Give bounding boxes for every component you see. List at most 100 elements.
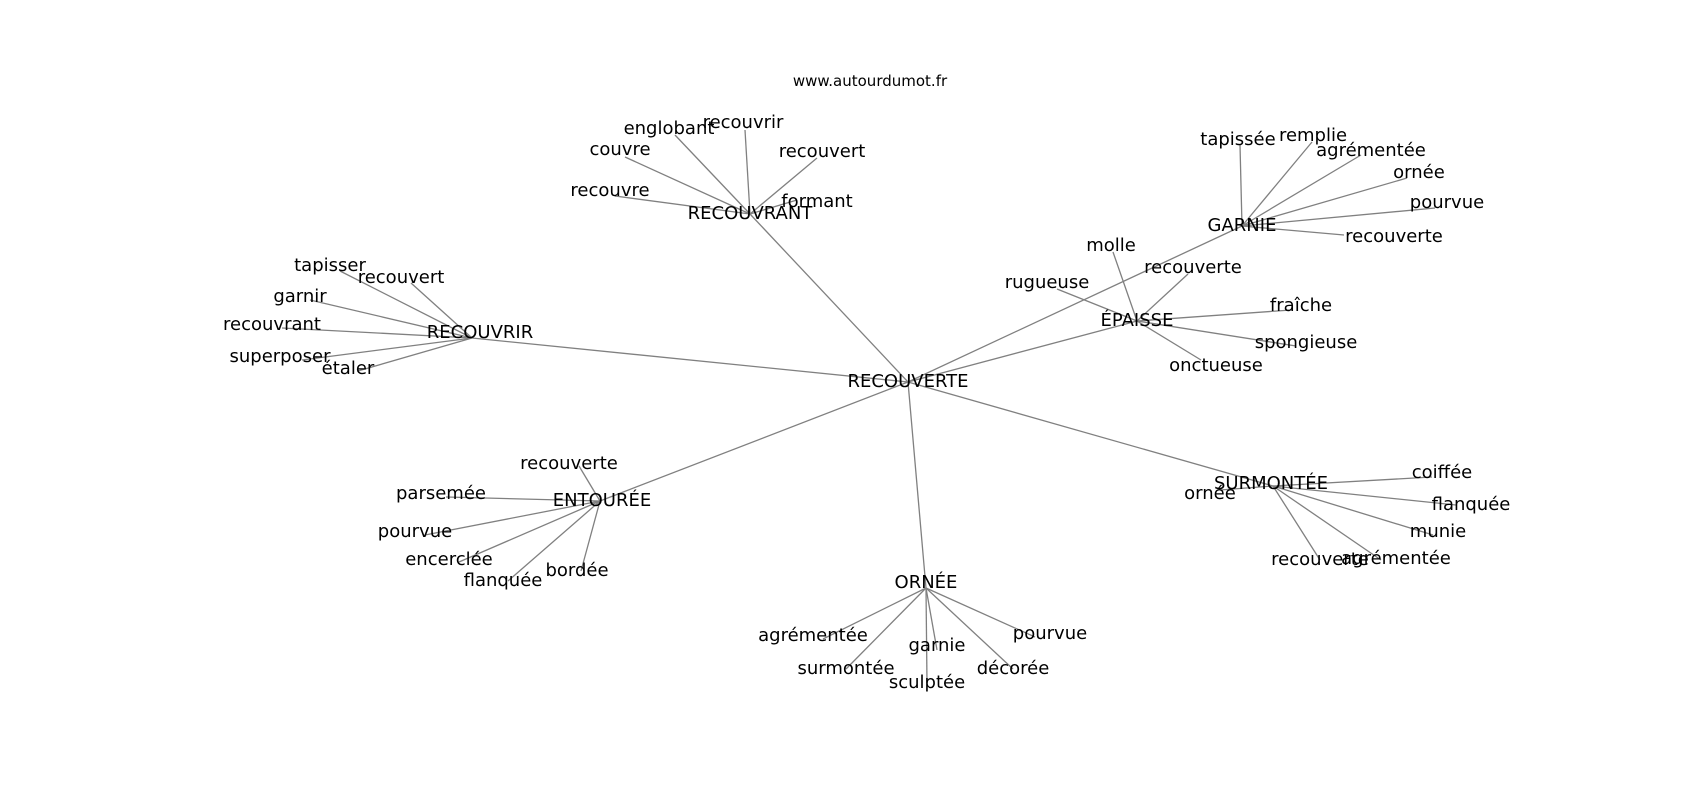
related-word-node[interactable]: recouverte — [1144, 257, 1242, 278]
related-word-node[interactable]: formant — [781, 191, 852, 212]
edge-hub-to-word — [281, 327, 473, 339]
edge-hub-to-word — [1272, 485, 1457, 506]
related-word-node[interactable]: recouvrant — [223, 314, 321, 335]
hub-word-node[interactable]: ORNÉE — [895, 571, 958, 593]
edge-center-to-hub — [907, 225, 1243, 383]
edge-hub-to-word — [309, 299, 473, 339]
related-word-node[interactable]: encerclée — [405, 549, 493, 570]
related-word-node[interactable]: garnir — [273, 286, 327, 307]
edge-hub-to-word — [614, 195, 751, 215]
edge-hub-to-word — [1241, 225, 1345, 236]
related-word-node[interactable]: pourvue — [1410, 192, 1484, 213]
edge-hub-to-word — [339, 270, 473, 339]
related-word-node[interactable]: fraîche — [1270, 295, 1332, 316]
edge-hub-to-word — [1241, 154, 1362, 227]
related-word-node[interactable]: recouvert — [779, 141, 866, 162]
edge-hub-to-word — [445, 496, 601, 502]
related-word-node[interactable]: agrémentée — [1316, 140, 1426, 161]
edge-hub-to-word — [624, 156, 751, 215]
related-word-node[interactable]: flanquée — [464, 570, 543, 591]
edge-hub-to-word — [925, 587, 1014, 670]
related-word-node[interactable]: rugueuse — [1005, 272, 1090, 293]
edge-center-to-hub — [907, 320, 1138, 383]
edge-center-to-hub — [599, 381, 909, 502]
edge-hub-to-word — [580, 500, 601, 572]
related-word-node[interactable]: ornée — [1393, 162, 1445, 183]
edge-hub-to-word — [1272, 476, 1433, 487]
related-word-node[interactable]: remplie — [1279, 125, 1347, 146]
related-word-node[interactable]: spongieuse — [1255, 332, 1358, 353]
edge-hub-to-word — [925, 587, 938, 651]
edge-hub-to-word — [357, 337, 473, 372]
related-word-node[interactable]: agrémentée — [758, 625, 868, 646]
hub-word-node[interactable]: RECOUVRIR — [427, 322, 533, 343]
edge-center-to-hub — [471, 337, 909, 383]
edge-hub-to-word — [1272, 485, 1321, 561]
related-word-node[interactable]: surmontée — [797, 658, 894, 679]
edge-hub-to-word — [1136, 320, 1297, 347]
edge-hub-to-word — [1136, 320, 1202, 361]
related-word-node[interactable]: bordée — [545, 560, 608, 581]
edge-hub-to-word — [1241, 207, 1436, 227]
hub-word-node[interactable]: ENTOURÉE — [553, 489, 651, 511]
edge-center-to-hub — [907, 381, 927, 589]
edge-hub-to-word — [1239, 144, 1243, 227]
related-word-node[interactable]: onctueuse — [1169, 355, 1263, 376]
hub-word-node[interactable]: ÉPAISSE — [1101, 309, 1174, 331]
edge-hub-to-word — [1136, 273, 1189, 322]
related-word-node[interactable]: tapisser — [294, 255, 366, 276]
edge-hub-to-word — [1112, 251, 1138, 322]
related-word-node[interactable]: recouverte — [1271, 549, 1369, 570]
edge-hub-to-word — [458, 500, 601, 563]
related-word-node[interactable]: ornée — [1184, 483, 1236, 504]
edge-hub-to-word — [507, 500, 601, 582]
edge-hub-to-word — [744, 129, 751, 215]
edge-hub-to-word — [674, 134, 751, 215]
related-word-node[interactable]: flanquée — [1432, 494, 1511, 515]
center-word-node[interactable]: RECOUVERTE — [847, 371, 968, 392]
related-word-node[interactable]: pourvue — [378, 521, 452, 542]
edge-hub-to-word — [1219, 485, 1274, 491]
graph-edges — [281, 129, 1457, 684]
edge-hub-to-word — [822, 587, 927, 640]
edge-hub-to-word — [925, 587, 1036, 638]
edge-hub-to-word — [301, 337, 473, 361]
related-word-node[interactable]: munie — [1410, 521, 1466, 542]
edge-hub-to-word — [410, 282, 473, 339]
edge-hub-to-word — [749, 157, 818, 215]
edge-hub-to-word — [424, 500, 601, 536]
hub-word-node[interactable]: GARNIE — [1208, 215, 1277, 236]
related-word-node[interactable]: pourvue — [1013, 623, 1087, 644]
edge-hub-to-word — [749, 199, 798, 215]
related-word-node[interactable]: garnie — [908, 635, 965, 656]
related-word-node[interactable]: recouverte — [1345, 226, 1443, 247]
edge-center-to-hub — [907, 381, 1274, 487]
edge-hub-to-word — [1272, 485, 1382, 561]
related-word-node[interactable]: décorée — [977, 658, 1050, 679]
edge-center-to-hub — [749, 213, 909, 383]
related-word-node[interactable]: recouvrir — [703, 112, 784, 133]
hub-word-node[interactable]: SURMONTÉE — [1214, 472, 1328, 494]
related-word-node[interactable]: recouvre — [570, 180, 649, 201]
related-word-node[interactable]: couvre — [589, 139, 650, 160]
related-word-node[interactable]: tapissée — [1200, 129, 1275, 150]
related-word-node[interactable]: superposer — [230, 346, 332, 367]
related-word-node[interactable]: recouverte — [520, 453, 618, 474]
related-word-node[interactable]: sculptée — [889, 672, 965, 693]
related-word-node[interactable]: agrémentée — [1341, 548, 1451, 569]
related-word-node[interactable]: étaler — [322, 358, 375, 379]
edge-hub-to-word — [1272, 485, 1434, 536]
edge-hub-to-word — [925, 587, 928, 684]
edge-hub-to-word — [1241, 141, 1313, 227]
related-word-node[interactable]: molle — [1086, 235, 1136, 256]
related-word-node[interactable]: coiffée — [1412, 462, 1472, 483]
related-word-node[interactable]: parsemée — [396, 483, 486, 504]
edge-hub-to-word — [1056, 288, 1138, 322]
related-word-node[interactable]: englobant — [624, 118, 715, 139]
related-word-node[interactable]: recouvert — [358, 267, 445, 288]
edge-hub-to-word — [1241, 177, 1408, 227]
hub-word-node[interactable]: RECOUVRANT — [688, 203, 814, 224]
